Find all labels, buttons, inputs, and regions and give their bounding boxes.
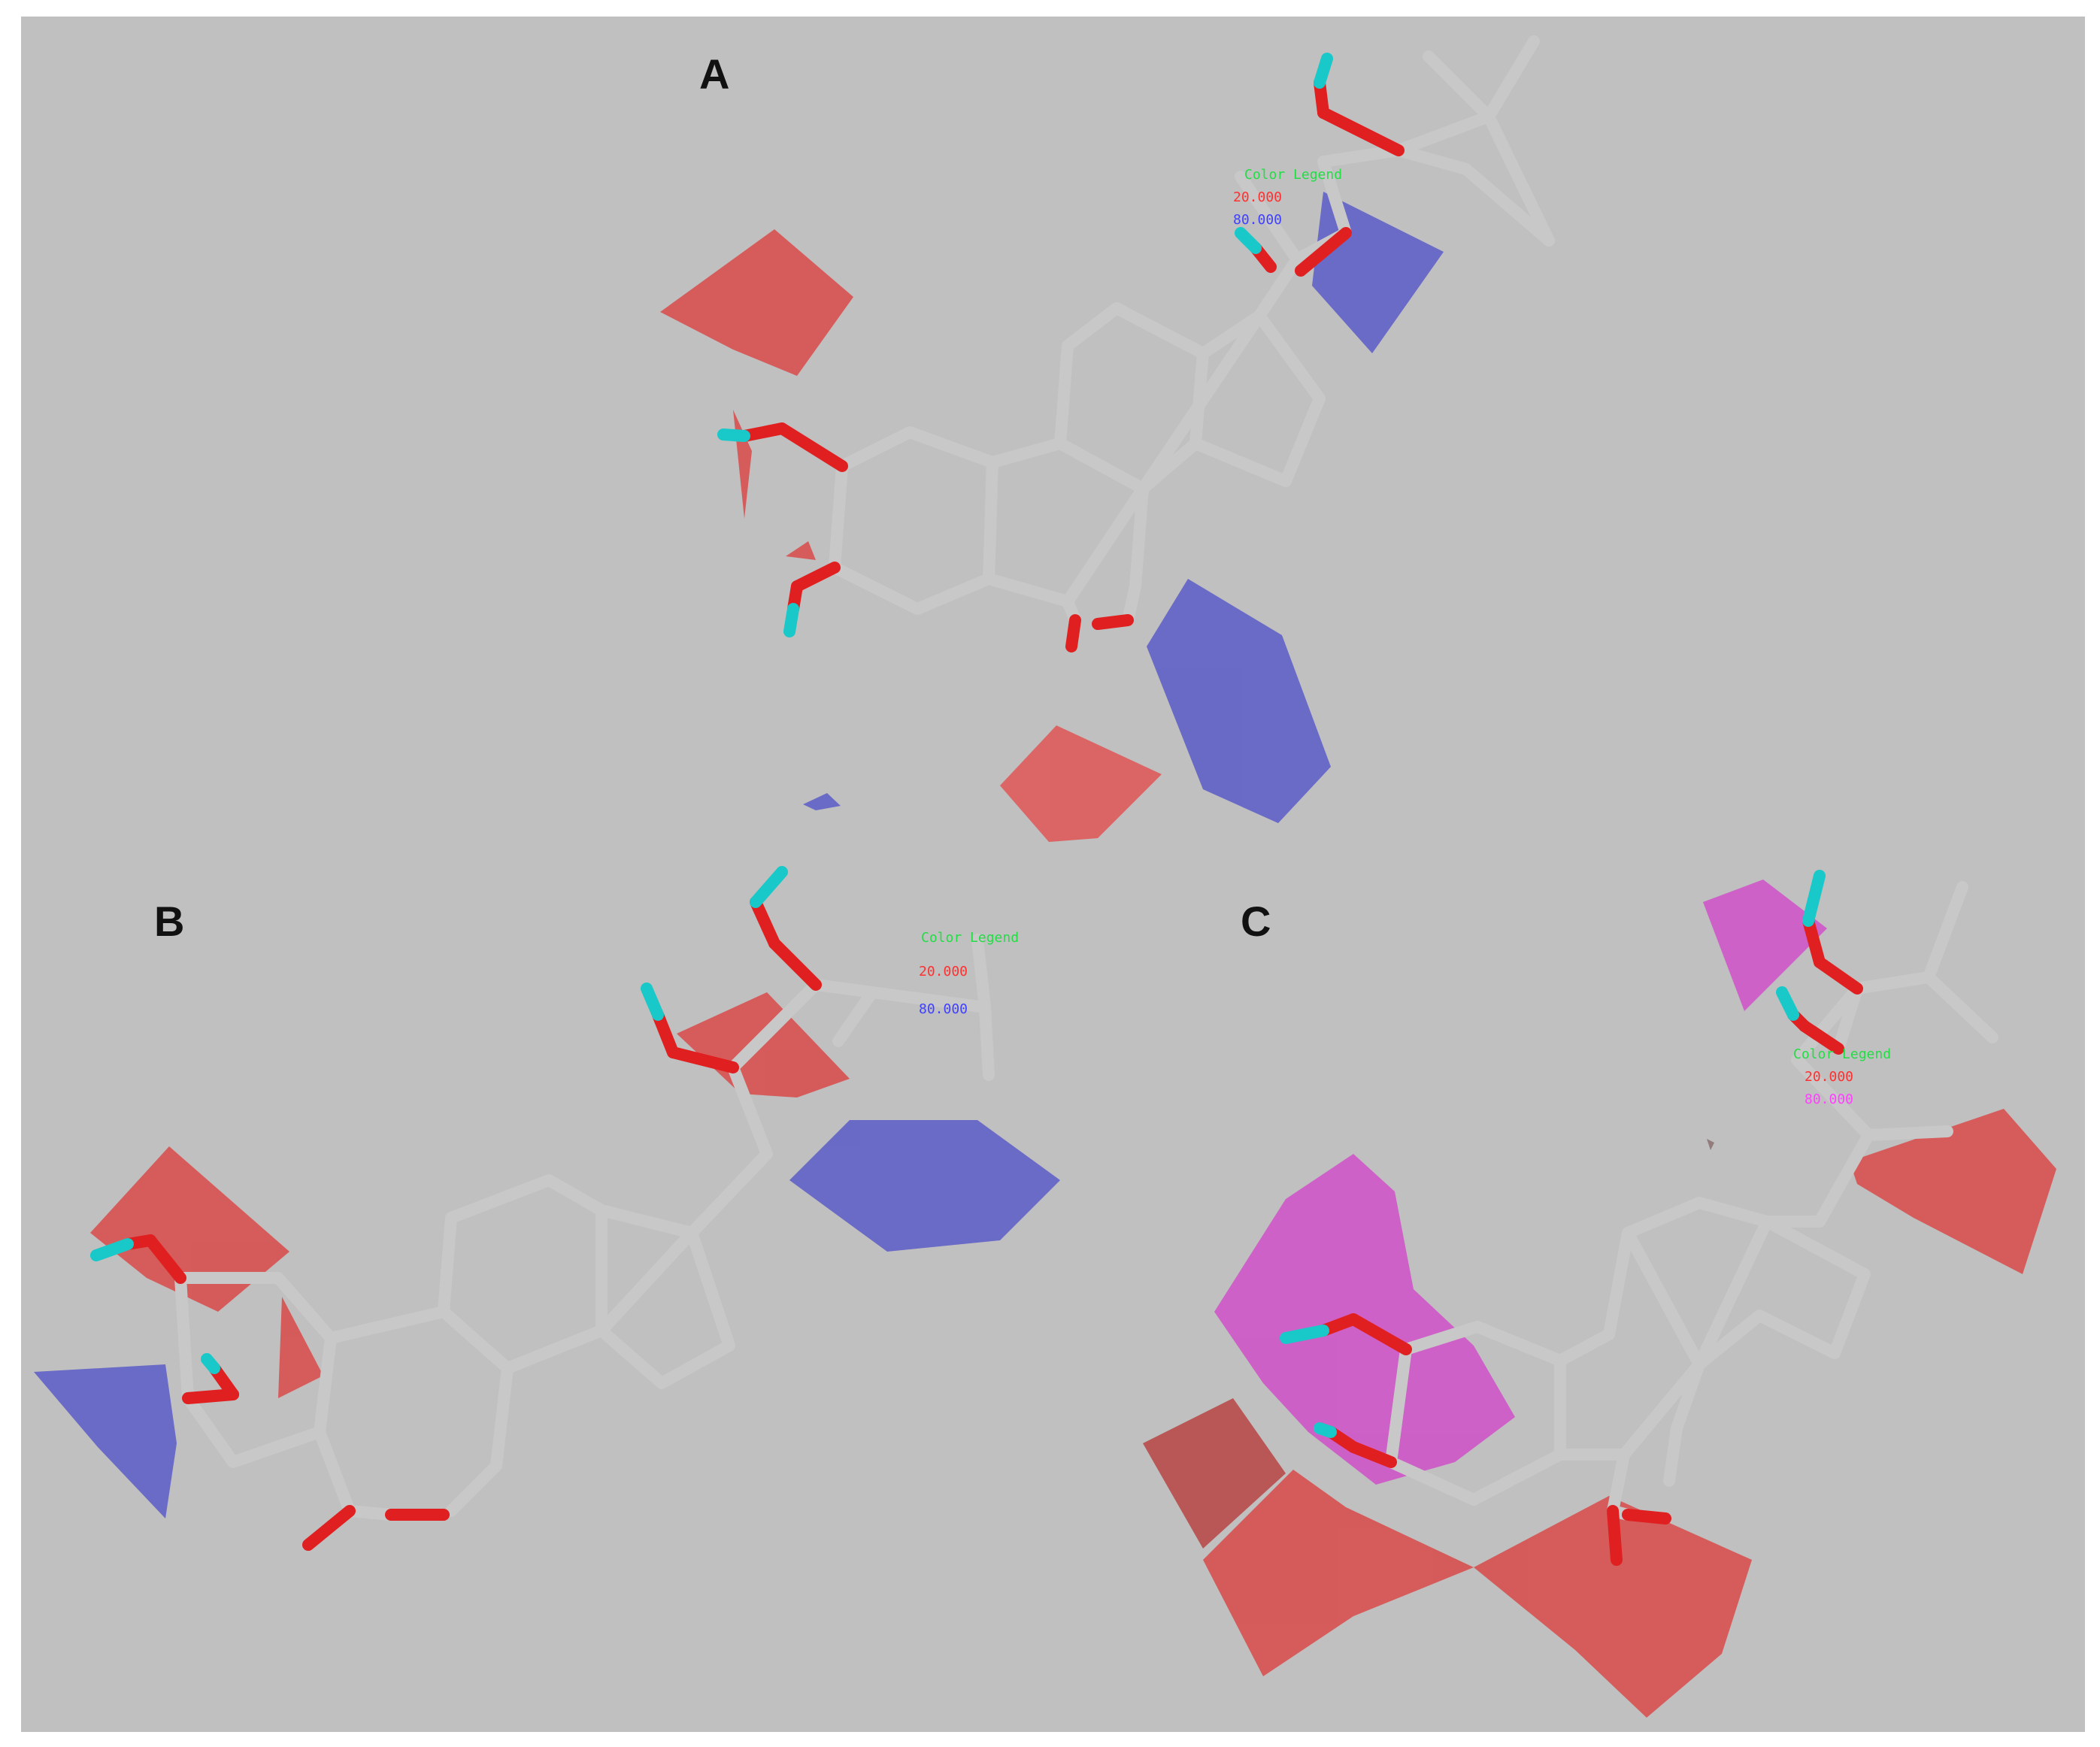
panel-c: C	[1143, 870, 2056, 1718]
panel-b-legend: Color Legend 20.000 80.000	[919, 930, 1019, 1017]
red-contour	[1203, 1470, 1474, 1676]
legend-item-high: 80.000	[1233, 212, 1282, 228]
blue-contour	[1147, 579, 1331, 823]
red-contour	[660, 229, 853, 376]
red-contour	[1143, 1398, 1286, 1549]
blue-contour	[34, 1364, 177, 1518]
panel-a-molecule	[829, 35, 1555, 626]
panel-b-contours	[34, 992, 1060, 1518]
panel-b: B	[34, 866, 1060, 1551]
panel-a-atoms	[717, 53, 1405, 652]
red-contour	[1000, 725, 1162, 842]
magenta-contour	[1703, 880, 1827, 1011]
panel-a-legend: Color Legend 20.000 80.000	[1233, 167, 1342, 228]
panel-c-label: C	[1241, 898, 1271, 945]
viewport-background	[21, 17, 2085, 1732]
blue-contour	[789, 1120, 1060, 1252]
panel-a: A	[660, 35, 1555, 842]
panel-c-molecule	[1385, 881, 1998, 1521]
panel-c-legend: Color Legend 20.000 80.000	[1793, 1046, 1891, 1107]
red-contour	[786, 541, 816, 560]
legend-title: Color Legend	[1793, 1046, 1891, 1062]
legend-item-low: 20.000	[1233, 189, 1282, 205]
red-contour	[1707, 1139, 1714, 1150]
red-contour	[90, 1146, 289, 1312]
red-contour	[1850, 1109, 2056, 1274]
legend-item-low: 20.000	[919, 964, 968, 979]
legend-title: Color Legend	[1244, 167, 1342, 183]
panel-b-label: B	[154, 898, 184, 945]
panel-a-label: A	[699, 50, 729, 98]
legend-item-low: 20.000	[1805, 1069, 1853, 1085]
blue-contour	[803, 793, 841, 810]
legend-item-high: 80.000	[919, 1001, 968, 1017]
panel-c-atoms	[1280, 870, 1863, 1566]
panel-b-atoms	[90, 866, 822, 1551]
legend-item-high: 80.000	[1805, 1091, 1853, 1107]
red-contour	[1474, 1496, 1752, 1718]
red-contour	[278, 1297, 323, 1398]
legend-title: Color Legend	[921, 930, 1019, 946]
